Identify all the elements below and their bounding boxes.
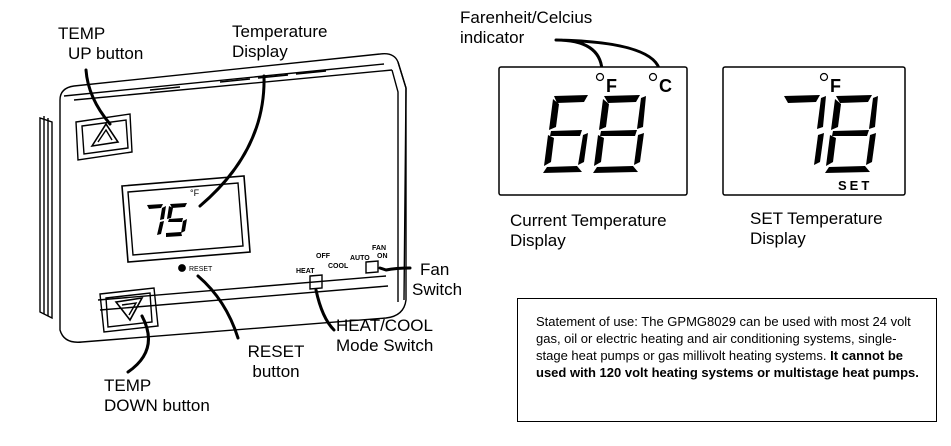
label-heat-cool-line2: Mode Switch <box>336 336 434 355</box>
switch-heat-text: HEAT <box>296 268 315 275</box>
leader-reset <box>196 274 240 340</box>
reset-text: RESET <box>189 266 213 273</box>
label-reset-line2: button <box>252 362 300 381</box>
label-reset-line1: RESET <box>247 342 305 361</box>
label-temp-down-line1: TEMP <box>104 376 152 395</box>
switch-fan-text: FAN <box>372 245 386 252</box>
label-temperature-display-line2: Display <box>232 42 288 61</box>
label-temp-up-line1: TEMP <box>58 24 106 43</box>
current-unit-c: C <box>659 76 672 96</box>
label-farenheit-celcius: Farenheit/Celcius indicator <box>460 8 592 48</box>
temp-up-housing <box>75 113 133 161</box>
label-temperature-display-line1: Temperature <box>232 22 328 41</box>
device-lcd-digits <box>147 203 187 237</box>
switch-on-text: ON <box>377 253 388 260</box>
leader-fan <box>378 266 412 272</box>
set-text: SET <box>838 178 872 193</box>
switch-off-text: OFF <box>316 253 331 260</box>
switch-cool-text: COOL <box>328 263 349 270</box>
set-unit-f-dot <box>819 72 829 82</box>
label-temp-down-line2: DOWN button <box>104 396 210 415</box>
leader-temp-down <box>126 314 150 374</box>
set-temperature-display: F SET <box>722 66 906 196</box>
label-fan: Fan Switch <box>412 260 462 300</box>
label-current-temperature: Current Temperature Display <box>510 211 667 251</box>
switch-auto-text: AUTO <box>350 255 370 262</box>
temp-down-triangle <box>114 296 144 322</box>
label-fan-line1: Fan <box>420 260 450 279</box>
label-temp-down: TEMP DOWN button <box>104 376 210 416</box>
fan-switch <box>365 260 379 274</box>
statement-normal-text: Statement of use: The GPMG8029 can be us… <box>536 314 911 363</box>
label-set-line1: SET Temperature <box>750 209 883 228</box>
label-temp-up-line2: UP button <box>68 44 144 63</box>
thermostat-body <box>59 52 407 343</box>
temp-down-housing <box>99 287 159 333</box>
leader-temperature-display <box>198 74 266 208</box>
current-unit-f: F <box>606 76 617 96</box>
label-set-line2: Display <box>750 229 806 248</box>
mode-switch <box>309 274 323 290</box>
label-heat-cool-line1: HEAT/COOL <box>336 316 433 335</box>
statement-of-use-box: Statement of use: The GPMG8029 can be us… <box>517 298 937 422</box>
label-farenheit-line1: Farenheit/Celcius <box>460 8 593 27</box>
label-reset: RESET button <box>238 342 314 382</box>
label-temperature-display: Temperature Display <box>232 22 327 62</box>
label-farenheit-line2: indicator <box>460 28 525 47</box>
label-temp-up: TEMP UP button <box>58 24 143 64</box>
set-digit-7 <box>784 95 826 165</box>
set-digit-8 <box>825 95 878 173</box>
leader-farenheit <box>554 38 662 74</box>
current-temperature-display: F C <box>498 66 688 196</box>
statement-bold-text: It cannot be used with 120 volt heating … <box>536 348 919 380</box>
label-fan-line2: Switch <box>412 280 463 299</box>
current-digit-8 <box>593 95 646 173</box>
label-set-temperature: SET Temperature Display <box>750 209 883 249</box>
label-heat-cool: HEAT/COOL Mode Switch <box>336 316 433 356</box>
temp-up-triangle <box>90 122 120 148</box>
label-current-line1: Current Temperature <box>510 211 667 230</box>
wall-plate <box>39 117 53 320</box>
set-unit-f: F <box>830 76 841 96</box>
display-bezel <box>121 175 251 263</box>
leader-heat-cool <box>314 288 336 332</box>
reset-dot <box>178 264 186 272</box>
current-digit-6 <box>543 95 588 173</box>
leader-temp-up <box>84 68 112 126</box>
device-unit: °F <box>190 188 200 198</box>
current-unit-f-dot <box>595 72 605 82</box>
current-unit-c-dot <box>648 72 658 82</box>
label-current-line2: Display <box>510 231 566 250</box>
